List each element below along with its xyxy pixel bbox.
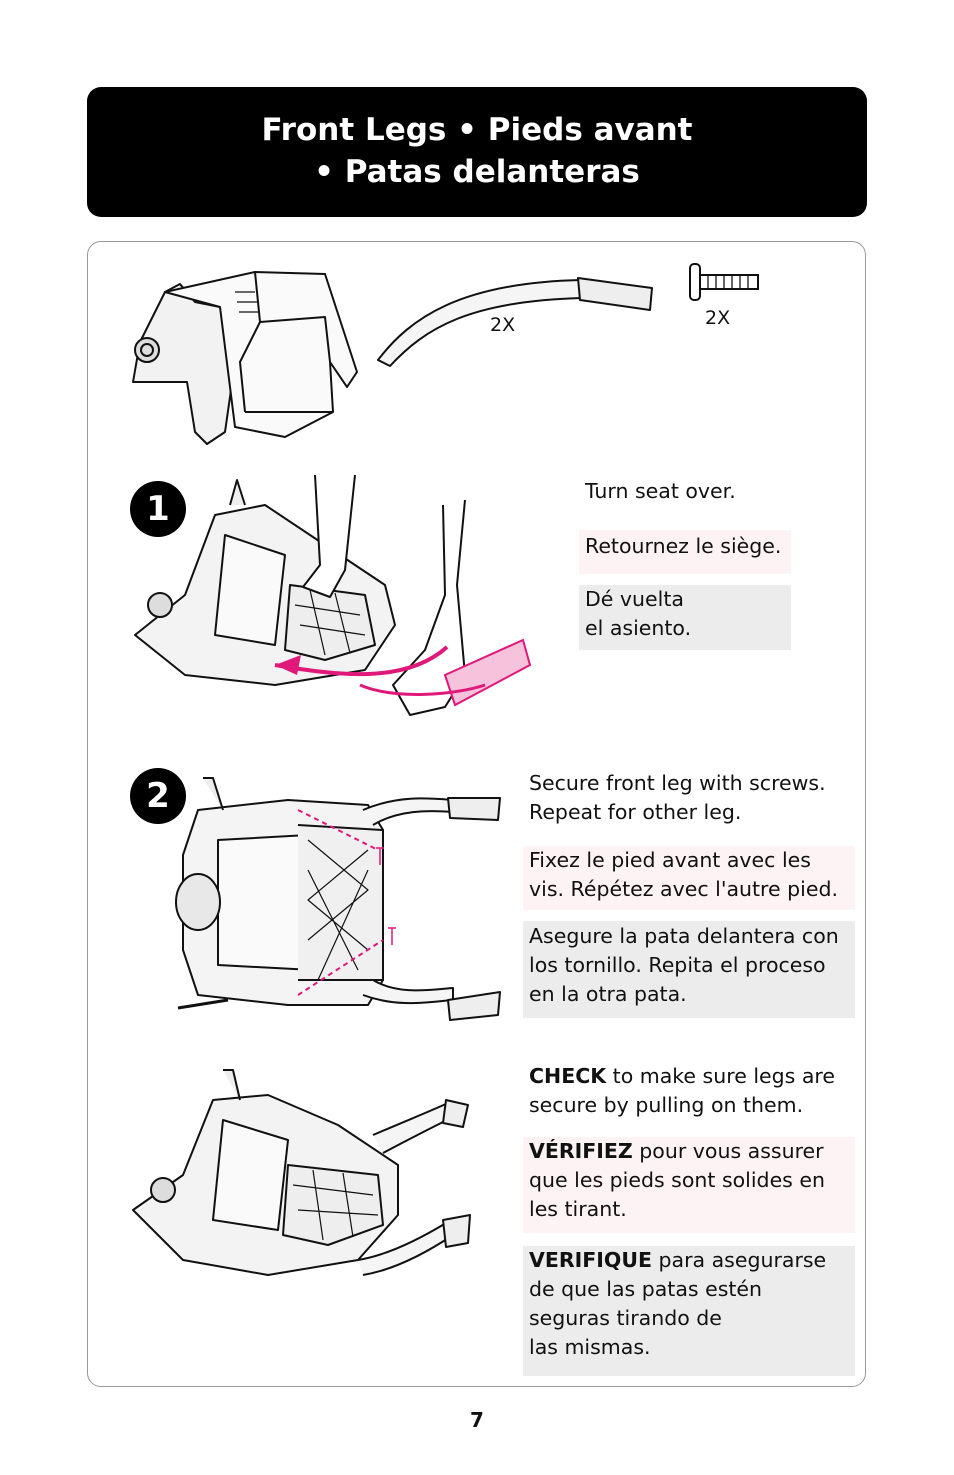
check-legs-illustration — [132, 1069, 471, 1276]
header-title-line2: • Patas delanteras — [314, 154, 640, 190]
check-es-line3: seguras tirando de — [529, 1306, 722, 1330]
step-2-text-en: Secure front leg with screws. Repeat for… — [523, 769, 855, 831]
check-es-line4: las mismas. — [529, 1335, 651, 1359]
check-text-en: CHECK to make sure legs are secure by pu… — [523, 1062, 855, 1124]
step-1-turn-seat-illustration — [134, 475, 532, 716]
step-2-es-line2: los tornillo. Repita el proceso — [529, 953, 826, 977]
check-fr-line3: les tirant. — [529, 1197, 627, 1221]
step-2-text-fr: Fixez le pied avant avec les vis. Répéte… — [523, 846, 855, 910]
front-leg-illustration — [377, 277, 653, 367]
instructions-panel — [87, 241, 866, 1387]
check-es-line1: VERIFIQUE para asegurarse — [529, 1246, 849, 1275]
step-2-text-es: Asegure la pata delantera con los tornil… — [523, 921, 855, 1018]
header-title-line1: Front Legs • Pieds avant — [261, 112, 693, 148]
step-1-badge: 1 — [130, 481, 186, 537]
check-fr-rest: pour vous assurer — [632, 1139, 824, 1163]
step-2-fr-line2: vis. Répétez avec l'autre pied. — [529, 877, 839, 901]
step-2-es-line3: en la otra pata. — [529, 982, 687, 1006]
page-number: 7 — [470, 1408, 484, 1432]
check-en-line1: CHECK to make sure legs are — [529, 1062, 849, 1091]
check-en-bold: CHECK — [529, 1064, 607, 1088]
step-1-text-es: Dé vuelta el asiento. — [579, 585, 791, 650]
check-en-line2: secure by pulling on them. — [529, 1093, 804, 1117]
step-2-badge: 2 — [130, 768, 186, 824]
step-2-en-line2: Repeat for other leg. — [529, 800, 742, 824]
step-2-en-line1: Secure front leg with screws. — [529, 771, 826, 795]
check-es-rest: para asegurarse — [652, 1248, 827, 1272]
check-fr-line1: VÉRIFIEZ pour vous assurer — [529, 1137, 849, 1166]
check-text-es: VERIFIQUE para asegurarse de que las pat… — [523, 1246, 855, 1376]
section-header: Front Legs • Pieds avant • Patas delante… — [87, 87, 867, 217]
check-fr-bold: VÉRIFIEZ — [529, 1139, 633, 1163]
screw-icon — [689, 263, 759, 301]
step-2-fr-line1: Fixez le pied avant avec les — [529, 848, 811, 872]
check-es-line2: de que las patas estén — [529, 1277, 763, 1301]
step-1-fr: Retournez le siège. — [585, 534, 782, 558]
check-text-fr: VÉRIFIEZ pour vous assurer que les pieds… — [523, 1137, 855, 1233]
step-1-es-line2: el asiento. — [585, 616, 692, 640]
step-2-es-line1: Asegure la pata delantera con — [529, 924, 839, 948]
step-1-text-fr: Retournez le siège. — [579, 530, 791, 574]
check-es-bold: VERIFIQUE — [529, 1248, 652, 1272]
check-fr-line2: que les pieds sont solides en — [529, 1168, 825, 1192]
screw-quantity-label: 2X — [705, 307, 731, 329]
step-1-es-line1: Dé vuelta — [585, 587, 684, 611]
check-en-rest: to make sure legs are — [606, 1064, 836, 1088]
step-1-text-en: Turn seat over. — [579, 477, 791, 513]
step-2-attach-leg-illustration — [175, 777, 501, 1021]
seat-illustration — [132, 271, 358, 445]
step-1-en: Turn seat over. — [585, 479, 736, 503]
leg-quantity-label: 2X — [490, 314, 516, 336]
